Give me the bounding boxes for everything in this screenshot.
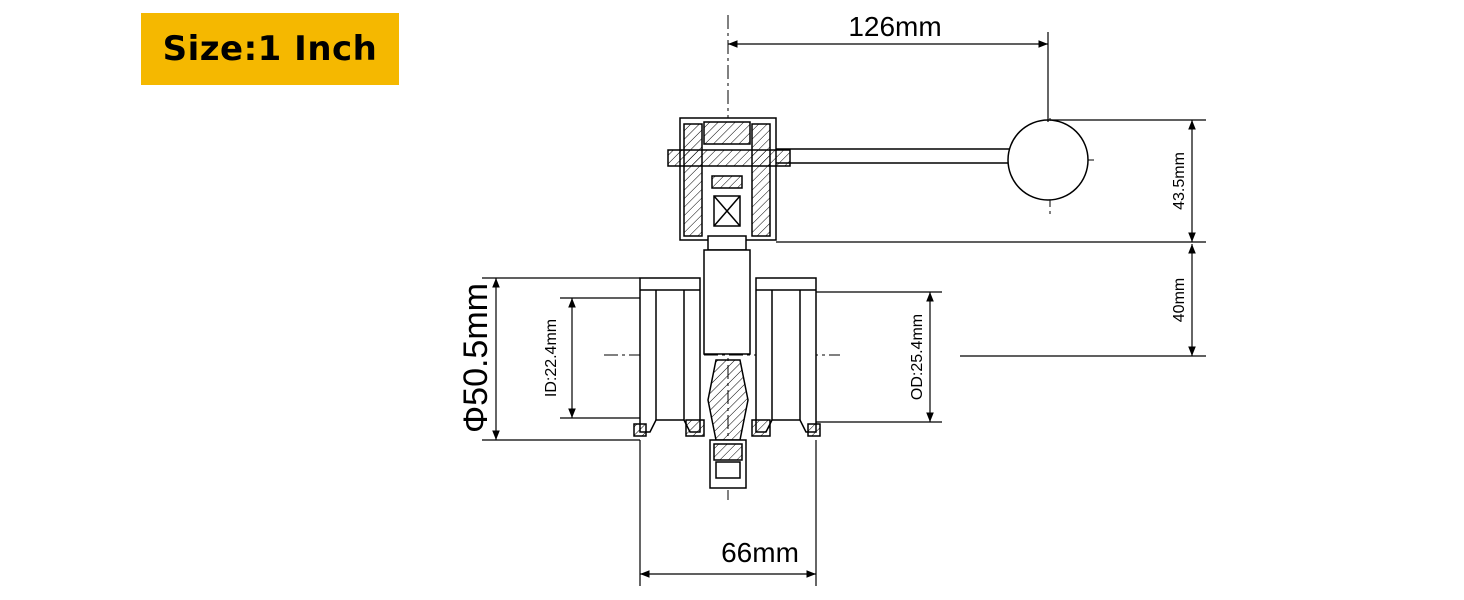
center-lines <box>604 15 1095 500</box>
stem <box>703 249 751 355</box>
disc <box>707 359 749 489</box>
size-badge: Size:1 Inch <box>141 13 399 85</box>
dim-flange-diameter: Φ50.5mm <box>457 283 495 433</box>
valve-body <box>633 277 821 437</box>
handle <box>767 119 1089 201</box>
dimension-lines <box>482 32 1206 586</box>
dim-body-length: 66mm <box>721 537 799 568</box>
dim-stem-height: 40mm <box>1171 278 1188 322</box>
size-label: Size:1 Inch <box>162 29 378 69</box>
dim-outer-diameter: OD:25.4mm <box>909 314 926 400</box>
dim-handle-length: 126mm <box>848 11 941 42</box>
dim-inner-diameter: ID:22.4mm <box>543 319 560 397</box>
actuator-head <box>667 117 791 251</box>
dim-handle-height: 43.5mm <box>1171 152 1188 210</box>
